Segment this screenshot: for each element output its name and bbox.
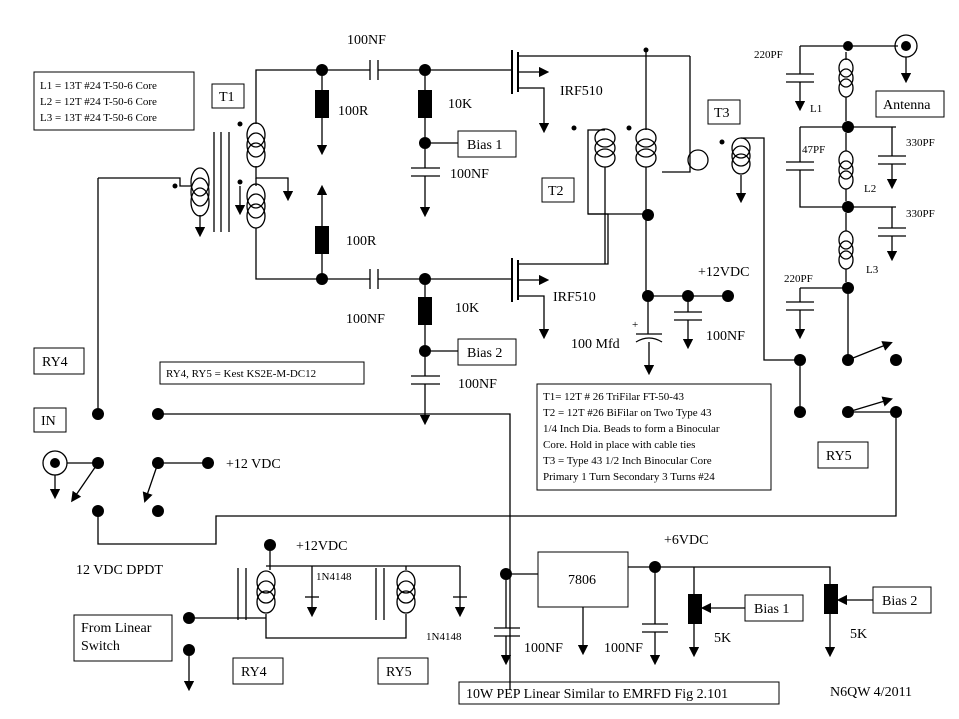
svg-text:330PF: 330PF [906, 208, 935, 220]
from-linear-switch: From Linear Switch [73, 612, 195, 662]
relay-supply-label: +12 VDC [226, 457, 281, 472]
relay-coils: +12VDC 1N4148 1N4148 [237, 539, 462, 643]
svg-text:T1: T1 [219, 90, 235, 105]
antenna-jack [894, 34, 918, 58]
svg-text:100NF: 100NF [524, 641, 563, 656]
svg-text:10K: 10K [448, 97, 472, 112]
low-pass-filter: 220PF L1 47PF L2 330PF 330PF L3 220PF [754, 41, 935, 311]
svg-text:+12VDC: +12VDC [296, 539, 347, 554]
ry4-label: RY4 [42, 355, 68, 370]
svg-text:100NF: 100NF [604, 641, 643, 656]
svg-text:47PF: 47PF [802, 144, 825, 156]
transformer-t2: T2 [541, 125, 657, 221]
svg-text:220PF: 220PF [754, 49, 783, 61]
svg-text:T3 = Type 43 1/2 Inch Binocula: T3 = Type 43 1/2 Inch Binocular Core [543, 455, 712, 467]
relay-note: RY4, RY5 = Kest KS2E-M-DC12 [159, 361, 365, 385]
svg-text:Bias 2: Bias 2 [882, 594, 917, 609]
input-jack [42, 450, 68, 476]
svg-text:L1: L1 [810, 103, 822, 115]
transformer-t3: T3 [687, 99, 751, 175]
svg-text:330PF: 330PF [906, 137, 935, 149]
svg-text:+6VDC: +6VDC [664, 533, 708, 548]
regulator-7806: 7806 +6VDC 100NF 100NF [494, 533, 708, 656]
svg-text:Primary 1 Turn Secondary 3 Tur: Primary 1 Turn Secondary 3 Turns #24 [543, 471, 715, 483]
svg-text:+: + [632, 319, 638, 331]
svg-text:100NF: 100NF [450, 167, 489, 182]
svg-text:IRF510: IRF510 [560, 84, 603, 99]
upper-bias-network: 100R 100NF 10K Bias 1 100NF [315, 33, 517, 182]
in-label: IN [41, 414, 56, 429]
svg-text:1/4 Inch Dia. Beads to form a: 1/4 Inch Dia. Beads to form a Binocular [543, 423, 720, 435]
svg-text:RY4, RY5 = Kest KS2E-M-DC12: RY4, RY5 = Kest KS2E-M-DC12 [166, 368, 316, 380]
inductor-notes: L1 = 13T #24 T-50-6 Core L2 = 12T #24 T-… [33, 71, 195, 131]
svg-text:10K: 10K [455, 301, 479, 316]
transformer-t1: T1 [172, 83, 266, 232]
transformer-notes: T1= 12T # 26 TriFilar FT-50-43 T2 = 12T … [536, 383, 772, 491]
svg-text:Core. Hold in place with cable: Core. Hold in place with cable ties [543, 439, 695, 451]
svg-text:T3: T3 [714, 106, 730, 121]
svg-text:IRF510: IRF510 [553, 290, 596, 305]
supply-decoupling: +12VDC + 100 Mfd 100NF [571, 265, 749, 352]
svg-text:L3: L3 [866, 264, 879, 276]
ry4-coil-label-box [232, 657, 284, 685]
relay-ry5-contacts: RY5 [794, 354, 902, 469]
antenna-label-box [875, 90, 945, 118]
svg-text:Bias 1: Bias 1 [754, 602, 789, 617]
svg-text:100NF: 100NF [706, 329, 745, 344]
svg-text:5K: 5K [850, 627, 867, 642]
svg-text:Bias 1: Bias 1 [467, 138, 502, 153]
svg-text:1N4148: 1N4148 [316, 571, 352, 583]
svg-text:+12VDC: +12VDC [698, 265, 749, 280]
author-date: N6QW 4/2011 [830, 685, 912, 700]
lower-bias-network: 100R 100NF 10K Bias 2 100NF [315, 226, 517, 392]
bias-potentiometers: 5K Bias 1 5K Bias 2 [688, 584, 932, 646]
ry4-label-box [33, 347, 85, 375]
svg-text:100 Mfd: 100 Mfd [571, 337, 620, 352]
ry5-coil-label-box [377, 657, 429, 685]
relay-ry4-contacts [92, 408, 214, 517]
svg-text:T2: T2 [548, 184, 564, 199]
svg-text:L1 = 13T #24 T-50-6 Core: L1 = 13T #24 T-50-6 Core [40, 80, 157, 92]
svg-text:L2 = 12T #24 T-50-6 Core: L2 = 12T #24 T-50-6 Core [40, 96, 157, 108]
antenna-label: Antenna [883, 98, 931, 113]
svg-text:10W PEP Linear Similar to EMRF: 10W PEP Linear Similar to EMRFD Fig 2.10… [466, 687, 728, 702]
ry4-coil-label: RY4 [241, 665, 267, 680]
svg-text:L2: L2 [864, 183, 876, 195]
svg-text:7806: 7806 [568, 573, 596, 588]
svg-text:T1= 12T # 26 TriFilar FT-50-43: T1= 12T # 26 TriFilar FT-50-43 [543, 391, 684, 403]
svg-text:100NF: 100NF [346, 312, 385, 327]
svg-text:5K: 5K [714, 631, 731, 646]
svg-text:1N4148: 1N4148 [426, 631, 462, 643]
svg-text:220PF: 220PF [784, 273, 813, 285]
svg-text:L3 = 13T #24 T-50-6 Core: L3 = 13T #24 T-50-6 Core [40, 112, 157, 124]
title-box: 10W PEP Linear Similar to EMRFD Fig 2.10… [458, 681, 780, 705]
dpdt-label: 12 VDC DPDT [76, 563, 163, 578]
svg-text:T2 = 12T #26 BiFilar on Two Ty: T2 = 12T #26 BiFilar on Two Type 43 [543, 407, 712, 419]
svg-text:100R: 100R [338, 104, 369, 119]
ry5-coil-label: RY5 [386, 665, 412, 680]
svg-text:Bias 2: Bias 2 [467, 346, 502, 361]
svg-text:100NF: 100NF [347, 33, 386, 48]
svg-text:100NF: 100NF [458, 377, 497, 392]
mosfet-q1: IRF510 [511, 50, 690, 134]
svg-text:100R: 100R [346, 234, 377, 249]
svg-text:RY5: RY5 [826, 449, 852, 464]
svg-text:From Linear: From Linear [81, 621, 152, 636]
in-label-box [33, 407, 67, 433]
svg-text:Switch: Switch [81, 639, 120, 654]
